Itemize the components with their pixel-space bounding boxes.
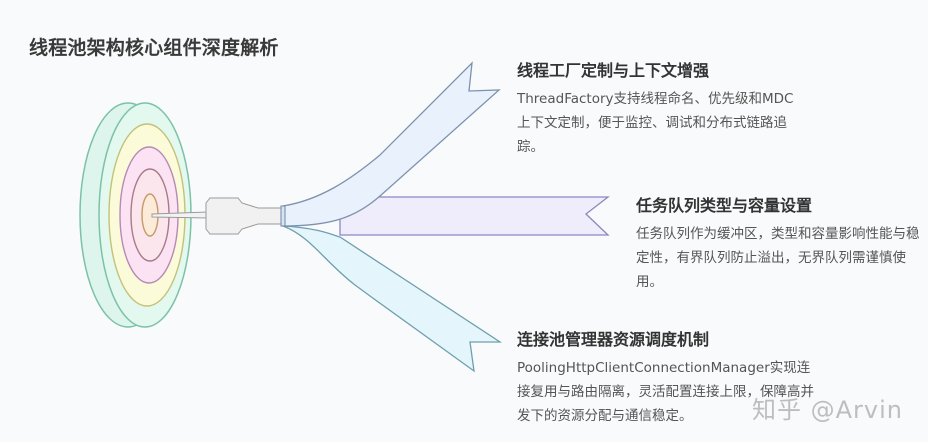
- ribbon-task-queue: [339, 196, 610, 236]
- dart-icon: [151, 197, 283, 235]
- branch-description: ThreadFactory支持线程命名、优先级和MDC上下文定制，便于监控、调试…: [517, 91, 794, 155]
- branch-title: 连接池管理器资源调度机制: [517, 330, 710, 349]
- branch-description: PoolingHttpClientConnectionManager实现连接复用…: [517, 360, 814, 424]
- watermark: 知乎 @Arvin: [752, 396, 903, 424]
- diagram-title: 线程池架构核心组件深度解析: [29, 37, 279, 59]
- ribbon-connection-pool-shape: [282, 225, 503, 373]
- branch-title: 任务队列类型与容量设置: [636, 196, 813, 215]
- ribbon-thread-factory: [282, 61, 501, 227]
- branch-card-connection-pool: 连接池管理器资源调度机制 PoolingHttpClientConnection…: [517, 326, 817, 428]
- branch-card-thread-factory: 线程工厂定制与上下文增强 ThreadFactory支持线程命名、优先级和MDC…: [517, 57, 802, 159]
- branch-title: 线程工厂定制与上下文增强: [517, 61, 710, 80]
- branch-description: 任务队列作为缓冲区，类型和容量影响性能与稳定性，有界队列防止溢出，无界队列需谨慎…: [636, 226, 920, 290]
- branch-card-task-queue: 任务队列类型与容量设置 任务队列作为缓冲区，类型和容量影响性能与稳定性，有界队列…: [636, 192, 926, 294]
- target-icon: [79, 102, 192, 328]
